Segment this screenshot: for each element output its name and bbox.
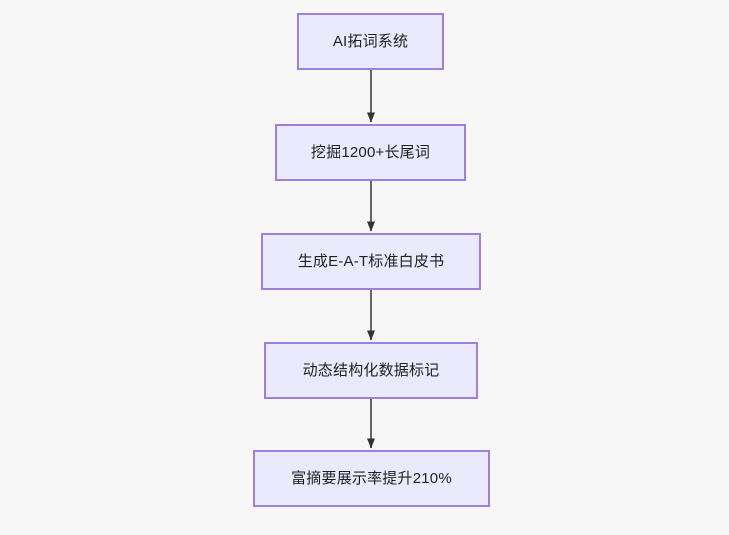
node-label: 挖掘1200+长尾词 [310,143,431,161]
flowchart-node-rich-snippet-impression-lift[interactable]: 富摘要展示率提升210% [253,450,490,507]
node-label: 富摘要展示率提升210% [291,469,452,487]
node-label: AI拓词系统 [332,32,409,50]
flowchart-node-generate-eat-whitepaper[interactable]: 生成E-A-T标准白皮书 [261,233,481,290]
flowchart-node-mine-longtail-keywords[interactable]: 挖掘1200+长尾词 [275,124,466,181]
node-label: 动态结构化数据标记 [302,361,440,379]
flowchart-node-dynamic-structured-data-markup[interactable]: 动态结构化数据标记 [264,342,478,399]
flowchart-node-ai-keyword-system[interactable]: AI拓词系统 [297,13,444,70]
node-label: 生成E-A-T标准白皮书 [297,252,445,270]
